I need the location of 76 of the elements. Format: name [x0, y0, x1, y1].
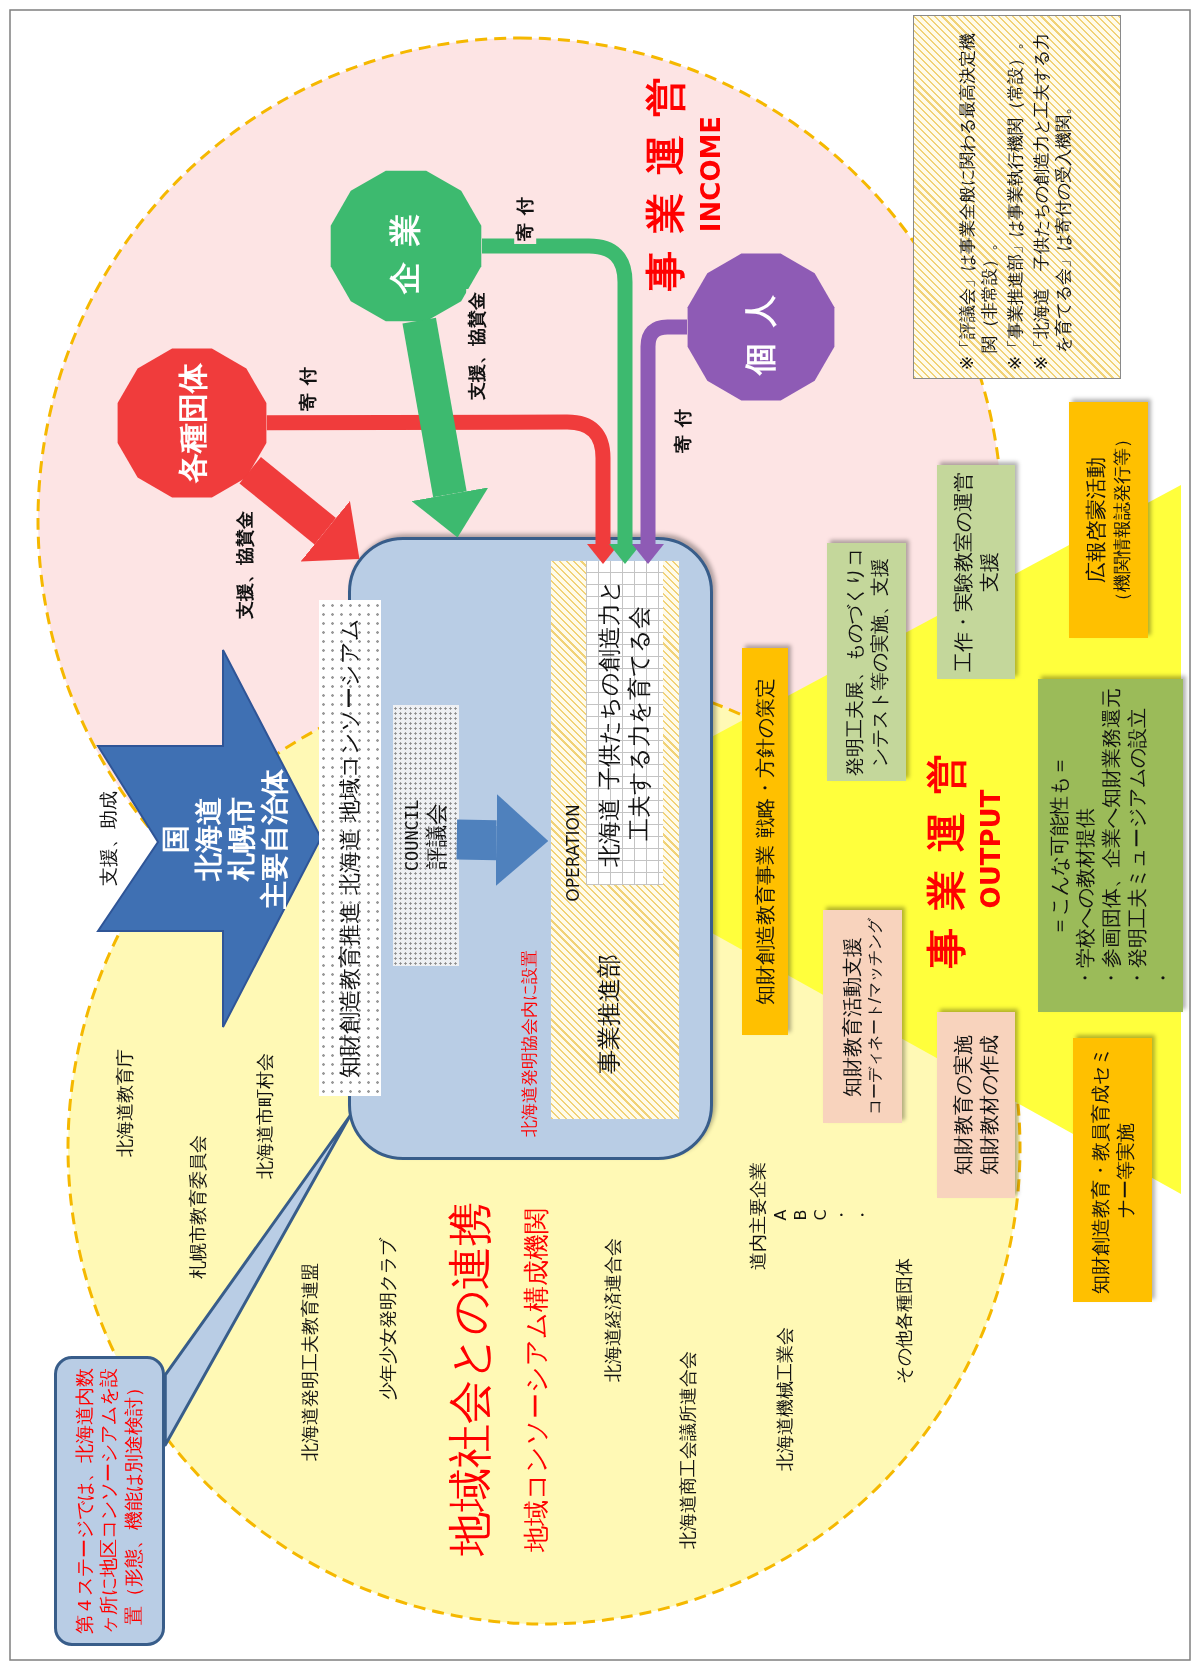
activity-box — [937, 465, 1015, 679]
activity-box — [1069, 402, 1148, 638]
org-label: 北海道商工会議所連合会 — [677, 1351, 699, 1549]
section-title: 地域社会との連携 — [443, 1202, 496, 1556]
note-box — [913, 15, 1121, 379]
node-label: 個人 — [740, 279, 781, 375]
arrow — [632, 319, 687, 564]
box-heading: ＝こんな可能性も＝ — [1045, 755, 1072, 936]
operation-box — [551, 561, 679, 1119]
list-item: ・発明工夫ミュージアムの設立 — [1123, 707, 1150, 990]
section-subtitle: INCOME — [696, 115, 728, 233]
org-label: 札幌市教育委員会 — [187, 1135, 209, 1279]
block-arrow — [402, 317, 489, 538]
activity-box — [827, 543, 906, 781]
org-label: 道内主要企業 — [747, 1162, 769, 1270]
list-letter: B — [791, 1209, 811, 1221]
list-item: ・学校への教材提供 — [1071, 807, 1098, 990]
org-label: 北海道機械工業会 — [774, 1327, 796, 1471]
box-text: 知財教材の作成 — [976, 1035, 1002, 1175]
arrow-label: 北海道 — [192, 797, 226, 881]
note-text: ※「北海道 子供たちの創造力と工夫する力を育てる会」は寄付の受入機関。 — [1030, 31, 1075, 370]
list-letter: C — [811, 1209, 831, 1221]
possibility-box — [1038, 679, 1183, 1012]
list-letter: A — [771, 1209, 791, 1221]
section-subtitle: 地域コンソーシアム構成機関 — [521, 1208, 553, 1552]
node-label: 各種団体 — [173, 363, 211, 483]
block-arrow — [239, 457, 360, 562]
box-text: 事業推進部 — [594, 954, 624, 1074]
arrow-label: 札幌市 — [225, 797, 259, 881]
note-text: ※「事業推進部」は事業執行機関（常設）。 — [1003, 31, 1026, 370]
section-title: 事業運営 — [641, 59, 689, 291]
section-title: 事業運営 — [922, 736, 970, 968]
callout-bubble — [54, 1356, 165, 1646]
box-text: （機関情報誌発行等） — [1110, 430, 1134, 610]
edge-label: 支援、協賛金 — [466, 289, 488, 403]
box-text: 知財教育活動支援 — [839, 936, 866, 1097]
activity-box — [742, 648, 788, 1035]
org-label: 少年少女発明クラブ — [377, 1238, 399, 1400]
arrow-caption: 支援、助成 — [96, 790, 120, 886]
org-label: 北海道市町村会 — [254, 1053, 276, 1179]
box-text: 知財教育の実施 — [950, 1035, 976, 1175]
box-text: 発明工夫展、ものづくりコンテスト等の実施、支援 — [841, 547, 891, 777]
society-box — [586, 561, 663, 885]
activity-box — [1073, 1038, 1152, 1302]
callout-text: 第４ステージでは、北海道内数ヶ所に地区コンソーシアムを設置（形態、機能は別途検討） — [73, 1367, 145, 1635]
list-dot: ・ — [832, 1207, 852, 1223]
box-text: コーディネート/マッチング — [865, 917, 886, 1116]
activity-box — [823, 910, 902, 1123]
section-subtitle: OUTPUT — [976, 789, 1008, 909]
box-text: 工作・実験教室の運営支援 — [950, 471, 1002, 673]
arrow-label: 主要自治体 — [258, 769, 292, 909]
box-text: COUNCIL — [400, 799, 423, 872]
org-label: 北海道発明工夫教育連盟 — [299, 1263, 321, 1461]
box-text: 北海道 子供たちの創造力と工夫する力を育てる会 — [594, 578, 653, 869]
block-arrow — [456, 794, 549, 887]
list-dot: ・ — [853, 1207, 873, 1223]
consortium-banner — [319, 600, 381, 1096]
list-item: ・参画団体、企業へ知財業務還元 — [1097, 687, 1124, 990]
org-label: 北海道経済連合会 — [602, 1238, 624, 1382]
edge-label: 支援、協賛金 — [234, 508, 256, 622]
box-text: 広報啓蒙活動 — [1083, 457, 1110, 583]
node-label: 企業 — [385, 198, 426, 294]
arrow-label: 国 — [159, 825, 193, 853]
banner-text: 知財創造教育推進 北海道 地域コンソーシアム — [335, 618, 363, 1078]
box-text: 知財創造教育・教員育成セミナー等実施 — [1087, 1045, 1137, 1296]
note-text: ※「評議会」は事業全般に関わる最高決定機関（非常設）。 — [955, 31, 1000, 370]
council-box — [393, 705, 459, 966]
callout-pointer — [163, 1114, 352, 1447]
location-note: 北海道発明協会内に設置 — [518, 949, 540, 1137]
org-label: その他各種団体 — [893, 1258, 915, 1384]
box-text: 知財創造教育事業 戦略・方針の策定 — [752, 678, 778, 1005]
org-label: 北海道教育庁 — [114, 1049, 136, 1157]
box-text: 評議会 — [422, 802, 450, 869]
box-text: OPERATION — [562, 804, 584, 902]
list-item: ・ — [1149, 967, 1176, 990]
activity-box — [937, 1012, 1015, 1198]
